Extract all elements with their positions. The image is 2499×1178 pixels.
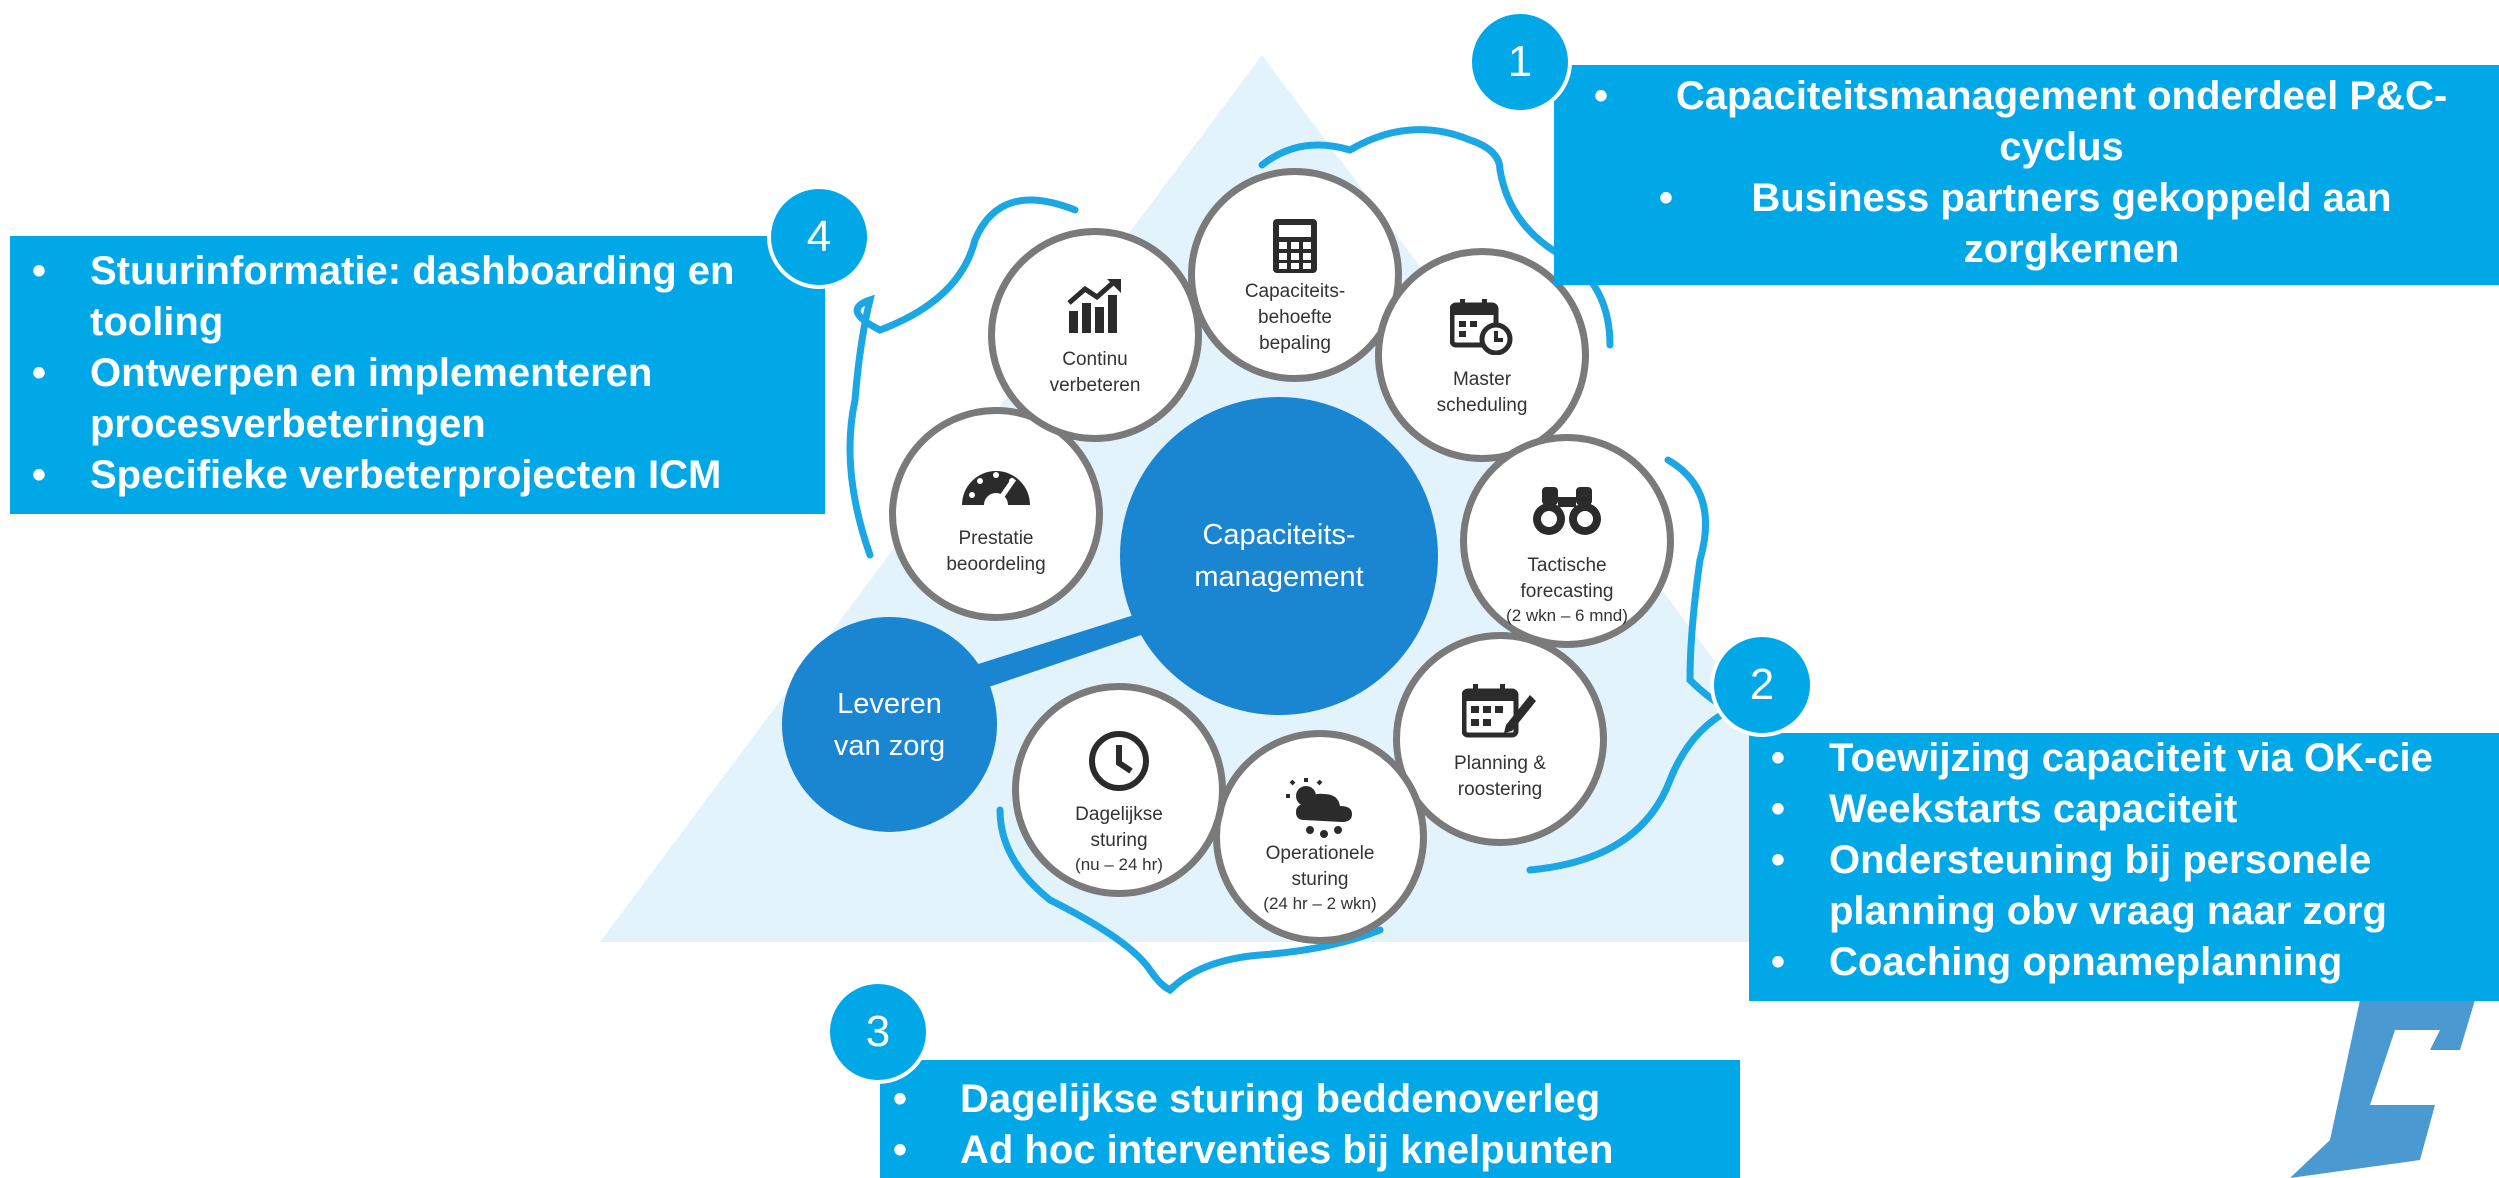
callout-box-4: Stuurinformatie: dashboarding en tooling…: [10, 236, 825, 514]
brace-3: [996, 806, 1384, 995]
callout-4-item: Stuurinformatie: dashboarding en tooling: [10, 246, 825, 348]
callout-4-item: Ontwerpen en implementeren procesverbete…: [10, 348, 825, 450]
step-label: Capaciteits- behoefte bepaling: [1244, 281, 1346, 354]
step-label: Tactische forecasting: [1520, 555, 1614, 602]
callout-2-item: Ondersteuning bij personele planning obv…: [1749, 835, 2499, 937]
callout-box-1: Capaciteitsmanagement onderdeel P&C-cycl…: [1554, 65, 2499, 285]
callout-3-item: Dagelijkse sturing beddenoverleg: [880, 1074, 1740, 1125]
step-performance-review: Prestatie beoordeling: [889, 407, 1103, 621]
callout-1-item: Business partners gekoppeld aan zorgkern…: [1554, 173, 2499, 275]
callout-4-item: Specifieke verbeterprojecten ICM: [10, 450, 825, 501]
callout-2-item: Toewijzing capaciteit via OK-cie: [1749, 733, 2499, 784]
callout-1-item: Capaciteitsmanagement onderdeel P&C-cycl…: [1554, 71, 2499, 173]
step-operational-control: Operationele sturing (24 hr – 2 wkn): [1213, 730, 1427, 944]
callout-number-2: 2: [1710, 633, 1814, 737]
hub-pointer: [975, 610, 1185, 690]
growth-chart-icon: [1065, 275, 1125, 337]
weather-icon: [1282, 777, 1358, 839]
binoculars-icon: [1532, 481, 1602, 543]
step-master-scheduling: Master scheduling: [1375, 248, 1589, 462]
callout-number-3: 3: [826, 980, 930, 1084]
step-label: Dagelijkse sturing: [1075, 804, 1163, 851]
brace-4: [846, 196, 1079, 559]
step-sublabel: (24 hr – 2 wkn): [1263, 894, 1377, 913]
step-label: Planning & roostering: [1454, 753, 1546, 800]
calculator-icon: [1271, 215, 1319, 277]
callout-3-item: Ad hoc interventies bij knelpunten: [880, 1125, 1740, 1176]
clock-icon: [1087, 730, 1151, 792]
callout-number-1: 1: [1468, 10, 1572, 114]
step-daily-control: Dagelijkse sturing (nu – 24 hr): [1012, 683, 1226, 897]
calendar-edit-icon: [1462, 679, 1538, 741]
step-tactical-forecasting: Tactische forecasting (2 wkn – 6 mnd): [1460, 434, 1674, 648]
step-capacity-demand: Capaciteits- behoefte bepaling: [1188, 168, 1402, 382]
step-sublabel: (nu – 24 hr): [1075, 855, 1163, 874]
step-label: Prestatie beoordeling: [946, 528, 1046, 575]
step-label: Continu verbeteren: [1049, 349, 1141, 396]
step-continuous-improvement: Continu verbeteren: [988, 228, 1202, 442]
hub-care-delivery: Leveren van zorg: [782, 617, 997, 832]
callout-box-2: Toewijzing capaciteit via OK-cie Weeksta…: [1749, 733, 2499, 1001]
step-planning-rostering: Planning & roostering: [1393, 632, 1607, 846]
speedometer-icon: [958, 454, 1034, 516]
step-label: Master scheduling: [1436, 369, 1528, 416]
hub-capacity-management: Capaciteits- management: [1120, 397, 1438, 715]
callout-number-4: 4: [767, 185, 871, 289]
calendar-clock-icon: [1450, 295, 1514, 357]
callout-box-3: Dagelijkse sturing beddenoverleg Ad hoc …: [880, 1060, 1740, 1178]
step-sublabel: (2 wkn – 6 mnd): [1506, 606, 1628, 625]
callout-2-item: Coaching opnameplanning: [1749, 937, 2499, 988]
logo-mark: [2290, 1000, 2475, 1178]
callout-2-item: Weekstarts capaciteit: [1749, 784, 2499, 835]
step-label: Operationele sturing: [1265, 843, 1375, 890]
